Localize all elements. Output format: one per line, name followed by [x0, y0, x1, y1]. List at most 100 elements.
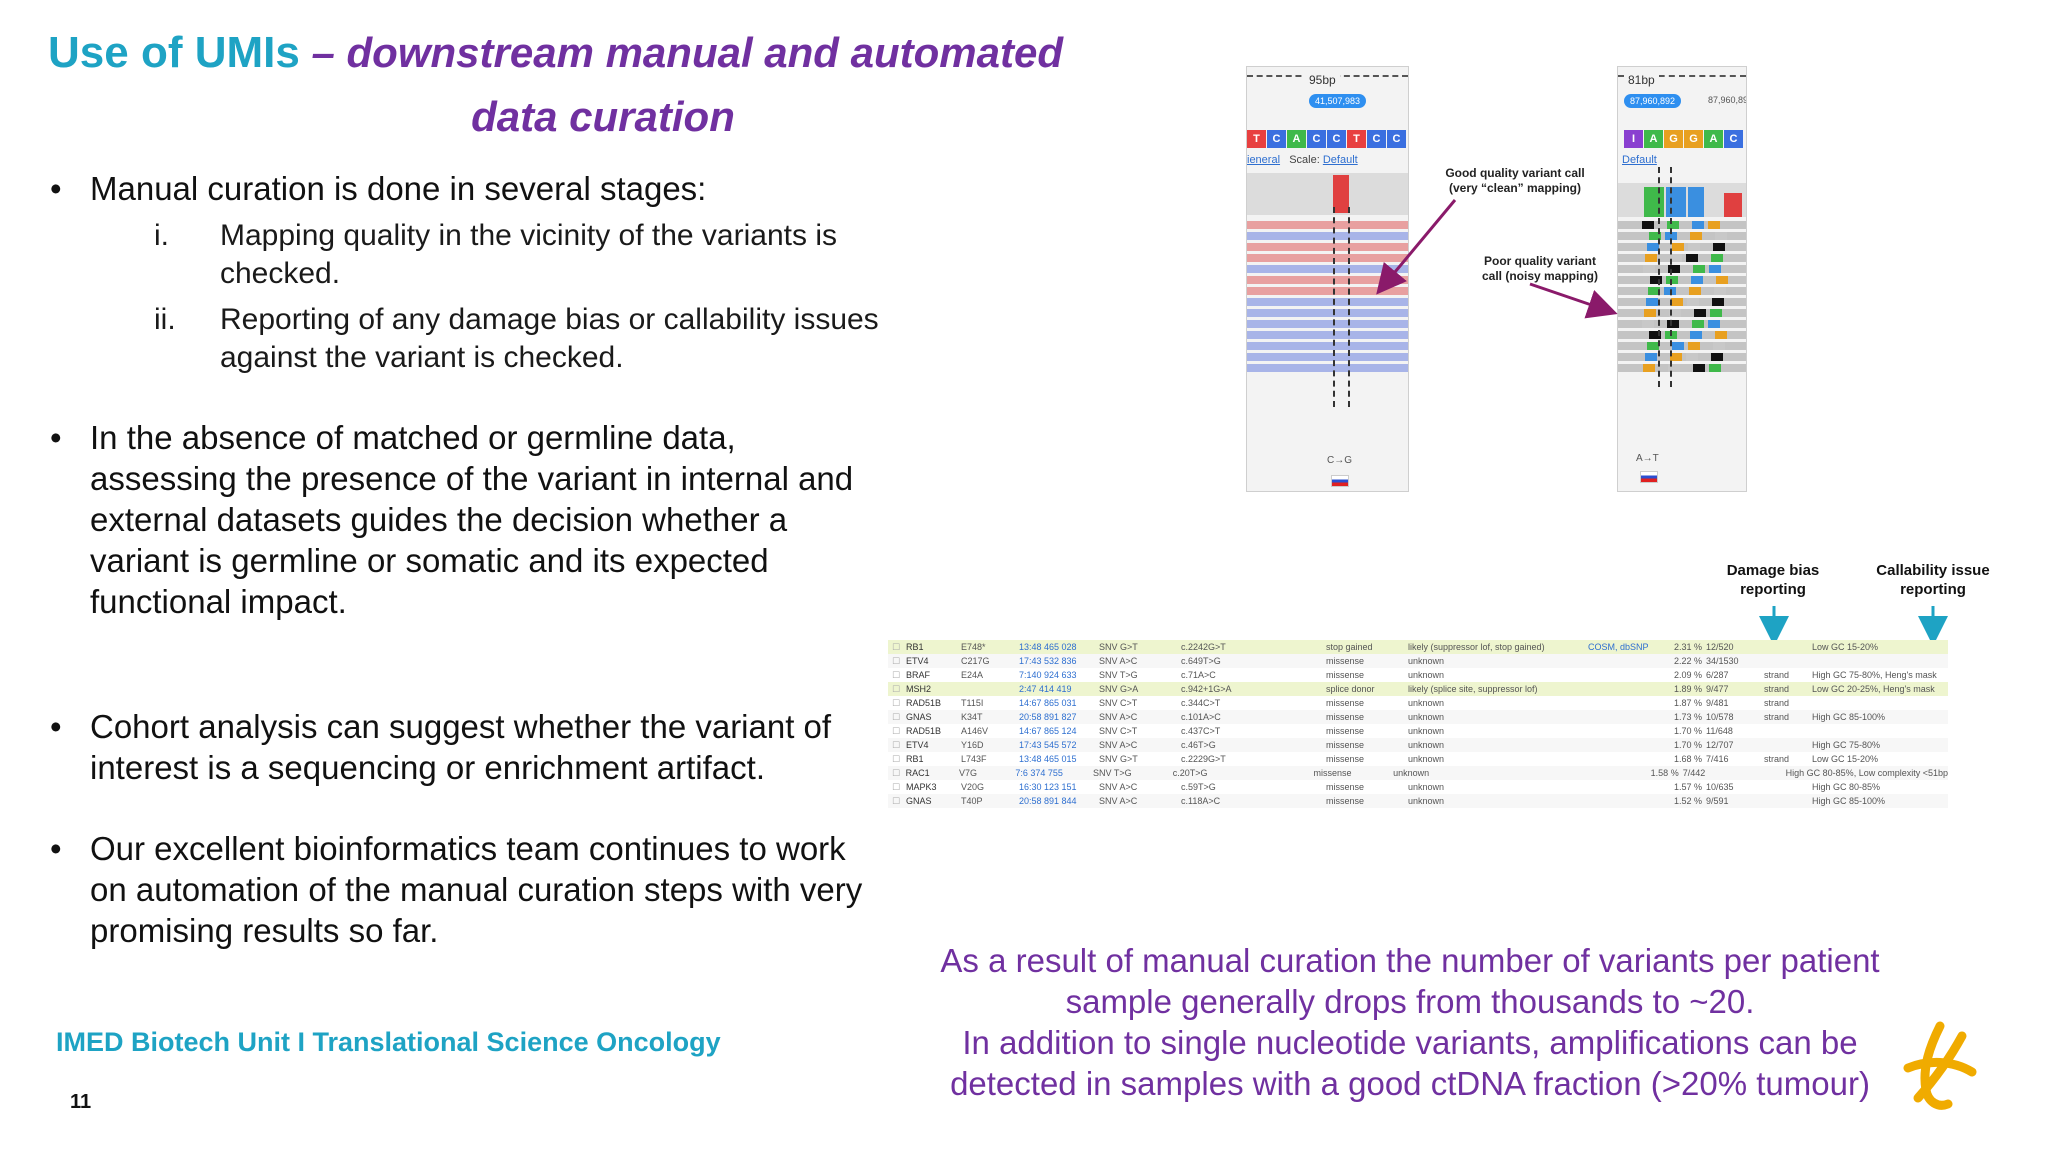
igv-mutation-label: C→G [1327, 455, 1352, 466]
subitem-number: i. [154, 219, 169, 252]
annotation-good-call: Good quality variant call (very “clean” … [1425, 166, 1605, 196]
variant-impact: unknown [1408, 726, 1445, 736]
variant-impact: unknown [1408, 796, 1445, 806]
variant-type: SNV A>C [1099, 740, 1138, 750]
igv-read-mismatch [1642, 221, 1654, 229]
igv-read [1247, 353, 1408, 361]
igv-tab-general[interactable]: ieneral [1247, 154, 1281, 166]
igv-read-mismatch [1708, 221, 1720, 229]
bullet-bioinformatics-team: • Our excellent bioinformatics team cont… [48, 828, 888, 951]
subitem-text: Mapping quality in the vicinity of the v… [220, 219, 837, 290]
bullet-cohort-analysis: • Cohort analysis can suggest whether th… [48, 706, 888, 788]
row-checkbox[interactable]: ☐ [892, 711, 901, 722]
row-checkbox[interactable]: ☐ [892, 795, 901, 806]
variant-gc: Low GC 15-20% [1812, 754, 1879, 764]
bullet-dot: • [50, 830, 62, 867]
row-checkbox[interactable]: ☐ [892, 767, 901, 778]
variant-cdna: c.2242G>T [1181, 642, 1226, 652]
base-i: I [1624, 130, 1643, 148]
base-a: A [1704, 130, 1723, 148]
base-c: C [1387, 130, 1406, 148]
igv-center-line [1348, 207, 1350, 407]
igv-read-mismatch [1691, 276, 1703, 284]
company-logo-icon [1903, 1021, 1977, 1110]
row-checkbox[interactable]: ☐ [892, 753, 901, 764]
label-line: reporting [1740, 581, 1806, 598]
igv-read-mismatch [1645, 254, 1657, 262]
igv-read-mismatch [1666, 276, 1678, 284]
row-checkbox[interactable]: ☐ [892, 683, 901, 694]
bullet-dot: • [50, 708, 62, 745]
variant-cdna: c.649T>G [1181, 656, 1221, 666]
variant-type: SNV G>A [1099, 684, 1139, 694]
igv-read [1247, 320, 1408, 328]
variant-aa: T40P [961, 796, 983, 806]
igv-read-mismatch [1709, 265, 1721, 273]
variant-effect: missense [1326, 754, 1365, 764]
variant-gc: High GC 80-85% [1812, 782, 1881, 792]
variant-type: SNV G>T [1099, 754, 1138, 764]
base-g: G [1664, 130, 1683, 148]
variant-af: 1.89 % [1673, 684, 1702, 694]
variant-gene: RB1 [906, 642, 924, 652]
igv-read-mismatch [1692, 221, 1704, 229]
igv-sequence-track: I A G G A C [1624, 130, 1744, 148]
igv-read [1618, 342, 1746, 350]
igv-read [1247, 221, 1408, 229]
row-checkbox[interactable]: ☐ [892, 697, 901, 708]
igv-read-mismatch [1649, 232, 1661, 240]
variant-cdna: c.942+1G>A [1181, 684, 1232, 694]
row-checkbox[interactable]: ☐ [892, 725, 901, 736]
igv-scale-value[interactable]: Default [1322, 154, 1358, 166]
bullet-text: Manual curation is done in several stage… [90, 170, 707, 207]
igv-read-mismatch [1672, 243, 1684, 251]
row-checkbox[interactable]: ☐ [892, 655, 901, 666]
variant-af: 2.09 % [1673, 670, 1702, 680]
variant-position: 17:43 532 836 [1019, 656, 1077, 666]
arrow-good-call [1376, 199, 1457, 295]
variant-position: 2:47 414 419 [1019, 684, 1072, 694]
igv-scale-value[interactable]: Default [1622, 154, 1657, 166]
igv-read-mismatch [1643, 364, 1655, 372]
bullet-dot: • [50, 419, 62, 456]
bullet-text: In the absence of matched or germline da… [90, 419, 854, 620]
variant-position: 13:48 465 015 [1019, 754, 1077, 764]
row-checkbox[interactable]: ☐ [892, 781, 901, 792]
igv-read [1618, 320, 1746, 328]
variant-aa: V7G [959, 768, 978, 778]
subitem-damage-bias: ii. Reporting of any damage bias or call… [48, 301, 888, 377]
bullet-germline-data: • In the absence of matched or germline … [48, 417, 888, 622]
row-checkbox[interactable]: ☐ [892, 739, 901, 750]
variant-position: 14:67 865 031 [1019, 698, 1077, 708]
bullet-text: Cohort analysis can suggest whether the … [90, 708, 832, 786]
title-sub-line2: data curation [471, 93, 735, 140]
variant-aa: E748* [961, 642, 986, 652]
igv-read [1618, 243, 1746, 251]
row-checkbox[interactable]: ☐ [892, 641, 901, 652]
variant-effect: missense [1326, 712, 1365, 722]
variant-depth: 11/648 [1706, 726, 1733, 736]
label-damage-bias: Damage bias reporting [1698, 561, 1848, 599]
igv-read [1247, 276, 1408, 284]
variant-aa: V20G [961, 782, 985, 792]
variant-gc: High GC 80-85%, Low complexity <51bp [1785, 768, 1948, 778]
igv-coverage-bar [1688, 187, 1704, 217]
igv-read-mismatch [1689, 287, 1701, 295]
igv-read [1247, 254, 1408, 262]
row-checkbox[interactable]: ☐ [892, 669, 901, 680]
variant-effect: splice donor [1326, 684, 1375, 694]
igv-read [1618, 298, 1746, 306]
